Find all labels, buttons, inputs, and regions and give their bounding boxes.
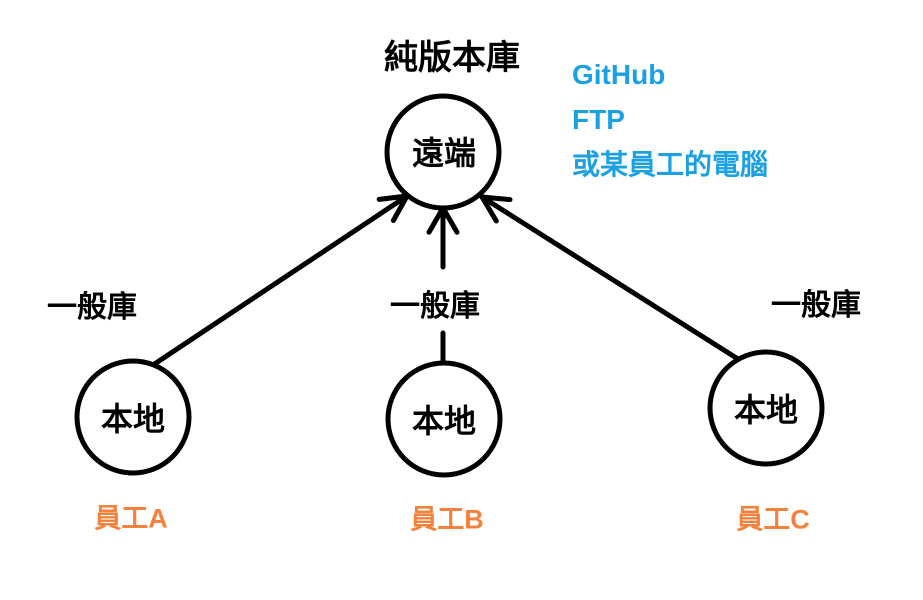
local-c-node-circle	[707, 349, 825, 467]
annotation-employee-computer: 或某員工的電腦	[572, 149, 769, 180]
local-a-node-label: 本地	[100, 401, 166, 437]
annotation-ftp: FTP	[572, 104, 625, 135]
arrowhead-from-local-b	[426, 205, 460, 235]
local-b-node-label: 本地	[411, 403, 477, 439]
owner-label-b: 員工B	[410, 504, 484, 535]
local-a-node-circle	[74, 358, 192, 476]
local-b-node-circle	[385, 360, 503, 478]
owner-label-c: 員工C	[736, 504, 810, 535]
local-c-node-label: 本地	[733, 392, 799, 428]
owner-label-a: 員工A	[94, 503, 168, 534]
annotation-github: GitHub	[572, 59, 666, 90]
edge-local-c-to-remote	[479, 194, 741, 362]
arrowhead-from-local-a	[376, 193, 410, 223]
repo-type-label-c: 一般庫	[771, 289, 861, 322]
remote-annotations: GitHub FTP 或某員工的電腦	[572, 52, 768, 187]
arrowhead-from-local-c	[479, 194, 513, 224]
repo-type-label-b: 一般庫	[390, 290, 480, 323]
diagram-title: 純版本庫	[384, 39, 520, 77]
edge-local-a-to-remote	[150, 193, 410, 368]
remote-node-label: 遠端	[411, 135, 477, 171]
repo-type-label-a: 一般庫	[47, 291, 137, 324]
